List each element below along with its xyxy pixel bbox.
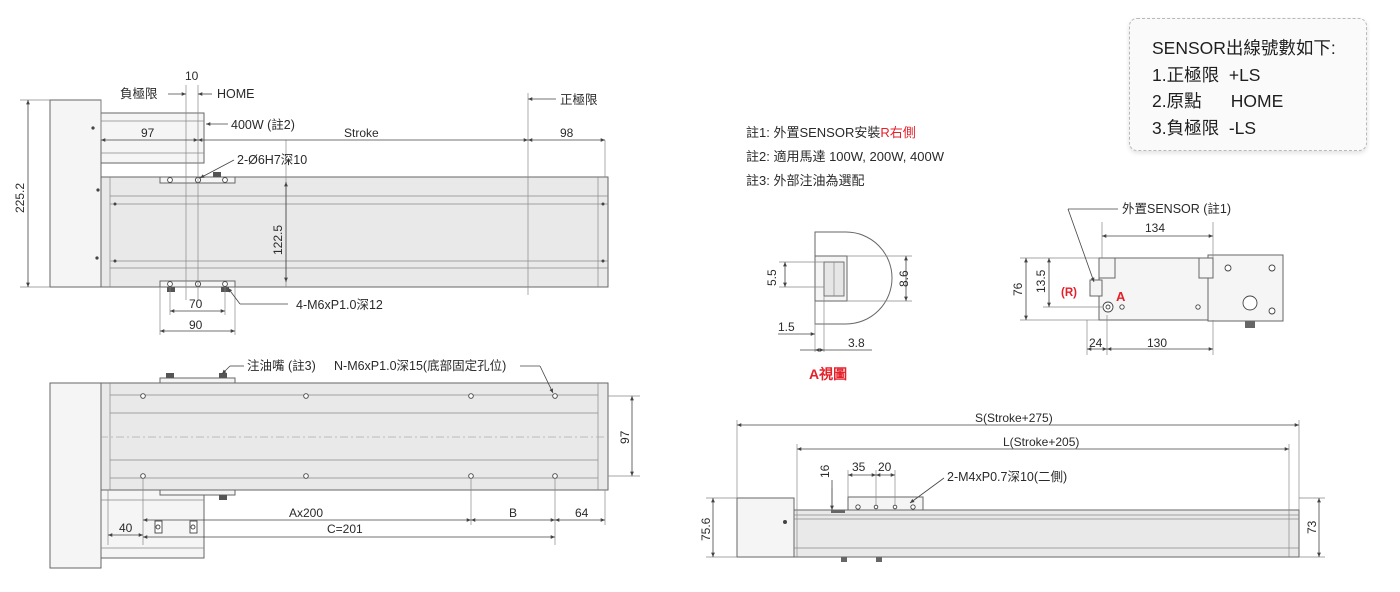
sensor-info-box: SENSOR出線號數如下: 1.正極限 +LS 2.原點 HOME 3.負極限 …: [1129, 18, 1367, 151]
end-view: 外置SENSOR (註1) 134 76 13.5 (R) A 24 130: [1011, 202, 1284, 355]
front-motor-block: [736, 497, 795, 558]
sensor-item-code: +LS: [1228, 64, 1261, 85]
dim-16-label: 16: [818, 464, 832, 478]
dim-40-label: 40: [119, 521, 133, 535]
dim-90-label: 90: [189, 318, 203, 332]
dim-135-label: 13.5: [1034, 269, 1048, 293]
sensor-item-name: 負極限: [1166, 117, 1220, 138]
view-a: 5.5 8.6 1.5 3.8 A視圖: [765, 231, 912, 382]
b-label: B: [509, 506, 517, 520]
sensor-item-3: 3.負極限 -LS: [1152, 115, 1366, 142]
sensor-item-num: 3.: [1152, 117, 1167, 138]
dim-55-label: 5.5: [765, 269, 779, 286]
r-side-label: (R): [1061, 287, 1077, 299]
front-view: S(Stroke+275) L(Stroke+205) 16 35 20 2-M…: [699, 411, 1325, 562]
height-225-label: 225.2: [13, 183, 27, 213]
dim-97-side-label: 97: [618, 430, 632, 444]
l-length-label: L(Stroke+205): [1003, 435, 1079, 449]
dim-64-label: 64: [575, 506, 589, 520]
dim-70-label: 70: [189, 297, 203, 311]
sensor-item-name: 原點: [1166, 91, 1202, 111]
sensor-item-code: HOME: [1230, 91, 1284, 111]
dim-73-label: 73: [1305, 520, 1319, 534]
note-1-text: 註1: 外置SENSOR安裝: [746, 125, 880, 140]
side-view: 注油嘴 (註3) N-M6xP1.0深15(底部固定孔位) 97 40 Ax20…: [49, 358, 640, 569]
rail-122-label: 122.5: [271, 225, 285, 255]
c-label: C=201: [327, 522, 363, 536]
dim-76-label: 76: [1011, 282, 1025, 296]
sensor-item-num: 1.: [1152, 64, 1167, 85]
tap-holes-label: 4-M6xP1.0深12: [296, 298, 383, 312]
dim-35-label: 35: [852, 460, 866, 474]
dim-756-label: 75.6: [699, 517, 713, 541]
motor-block: [49, 99, 102, 288]
note-2: 註2: 適用馬達 100W, 200W, 400W: [746, 149, 945, 164]
dim-10-label: 10: [185, 69, 199, 83]
view-a-title: A視圖: [809, 366, 847, 382]
side-rail-body: [100, 382, 609, 491]
dim-86-label: 8.6: [897, 270, 911, 287]
note-1: 註1: 外置SENSOR安裝R右側: [746, 125, 916, 140]
sensor-box-title: SENSOR出線號數如下:: [1152, 38, 1336, 58]
bottom-holes-label: N-M6xP1.0深15(底部固定孔位): [334, 358, 506, 373]
sensor-item-num: 2.: [1152, 91, 1167, 111]
dim-20-label: 20: [878, 460, 892, 474]
notes: 註1: 外置SENSOR安裝R右側 註2: 適用馬達 100W, 200W, 4…: [746, 125, 945, 188]
front-rail-body: [793, 509, 1300, 558]
stroke-label: Stroke: [344, 126, 379, 140]
top-view: 負極限 10 HOME 正極限 400W (註2) 97 Stroke 98 2…: [13, 69, 609, 335]
motor-note-label: 400W (註2): [231, 118, 295, 132]
dim-130-label: 130: [1147, 336, 1167, 350]
side-motor-block: [49, 382, 102, 569]
note-1-red: R右側: [880, 125, 915, 140]
m4-holes-label: 2-M4xP0.7深10(二側): [947, 470, 1067, 484]
pin-hole-label: 2-Ø6H7深10: [237, 153, 307, 167]
dim-98-label: 98: [560, 126, 574, 140]
dim-97-top-label: 97: [141, 126, 155, 140]
dim-24-label: 24: [1089, 336, 1103, 350]
dim-134-label: 134: [1145, 221, 1165, 235]
ext-sensor-label: 外置SENSOR (註1): [1122, 202, 1231, 216]
sensor-item-code: -LS: [1228, 117, 1257, 138]
pos-limit-label: 正極限: [560, 92, 598, 107]
oil-nipple-label: 注油嘴 (註3): [247, 358, 316, 373]
sensor-item-name: 正極限: [1166, 64, 1220, 85]
sensor-item-1: 1.正極限 +LS: [1152, 62, 1366, 89]
note-3: 註3: 外部注油為選配: [746, 173, 864, 188]
dim-15-label: 1.5: [778, 320, 795, 334]
a-spacing-label: Ax200: [289, 506, 323, 520]
neg-limit-label: 負極限: [120, 86, 158, 101]
home-label: HOME: [217, 87, 255, 101]
a-view-marker: A: [1116, 289, 1126, 304]
s-length-label: S(Stroke+275): [975, 411, 1053, 425]
rail-body: [100, 176, 609, 288]
sensor-item-2: 2.原點 HOME: [1152, 88, 1366, 115]
dim-38-label: 3.8: [848, 336, 865, 350]
